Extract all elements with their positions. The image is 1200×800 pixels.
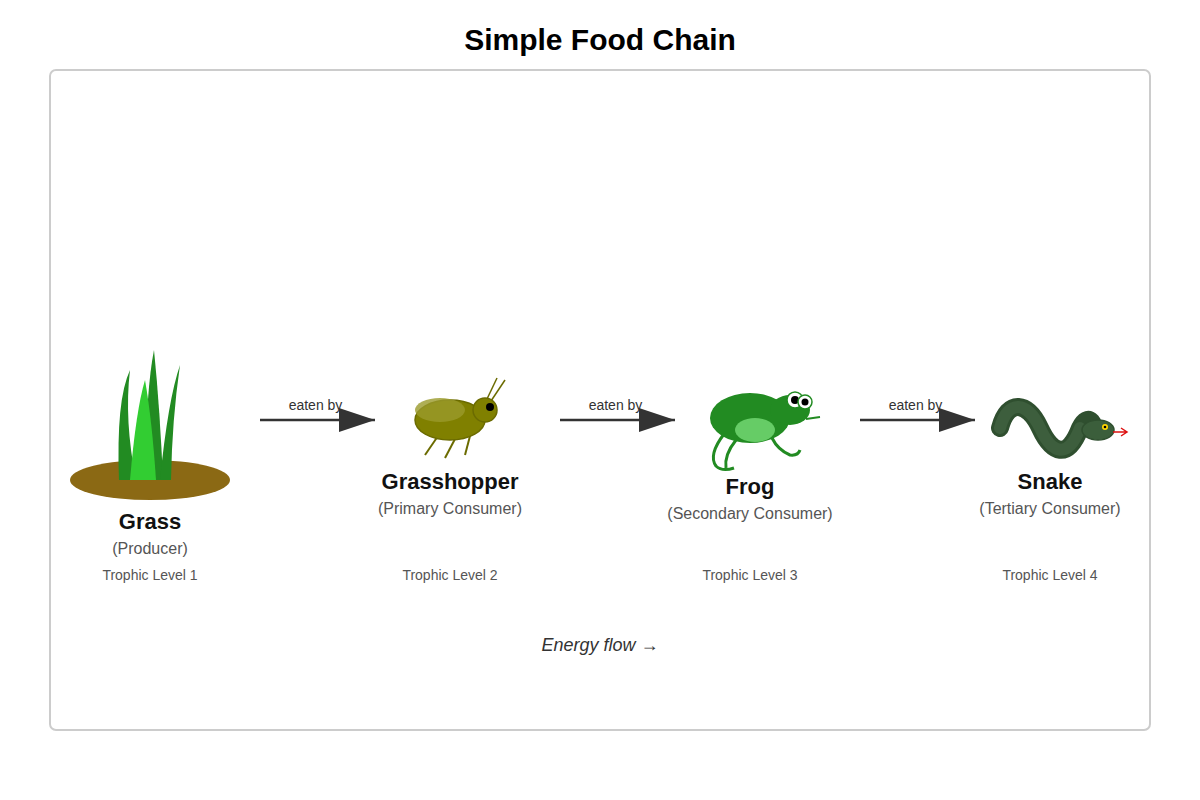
eaten-by-arrow bbox=[260, 419, 375, 422]
eaten-by-arrow bbox=[560, 419, 675, 422]
snake-body-shade bbox=[1000, 407, 1080, 450]
insect-leg bbox=[465, 436, 470, 455]
frame-border bbox=[50, 70, 1150, 730]
snake-pupil bbox=[1104, 426, 1107, 429]
organism-node: Grasshopper (Primary Consumer) Trophic Lev… bbox=[350, 330, 550, 590]
grass-blade bbox=[160, 365, 180, 480]
consumer-role: (Tertiary Consumer) bbox=[950, 499, 1150, 519]
snake-eye bbox=[1102, 424, 1108, 430]
grasshopper-illustration bbox=[415, 378, 505, 458]
trophic-level: Trophic Level 1 bbox=[50, 566, 250, 584]
insect-eye bbox=[486, 403, 494, 411]
snake-body bbox=[1000, 407, 1092, 450]
grass-blade bbox=[130, 380, 156, 480]
snake-head bbox=[1082, 420, 1114, 440]
consumer-role: (Secondary Consumer) bbox=[650, 504, 850, 524]
trophic-level: Trophic Level 2 bbox=[350, 566, 550, 584]
snake-illustration bbox=[1000, 407, 1127, 450]
organism-name: Snake bbox=[950, 468, 1150, 496]
snake-tongue bbox=[1113, 428, 1127, 436]
organism-name: Grasshopper bbox=[350, 468, 550, 496]
frog-leg bbox=[726, 440, 736, 468]
frog-leg bbox=[772, 438, 800, 455]
organism-node: Frog (Secondary Consumer) Trophic Level 3 bbox=[650, 330, 850, 590]
organism-node: Snake (Tertiary Consumer) Trophic Level 4 bbox=[950, 330, 1150, 590]
eaten-by-arrow bbox=[860, 419, 975, 422]
edge-label: eaten by bbox=[256, 396, 376, 414]
insect-head bbox=[473, 398, 497, 422]
insect-antenna bbox=[491, 380, 505, 401]
consumer-role: (Primary Consumer) bbox=[350, 499, 550, 519]
frog-belly bbox=[735, 418, 775, 442]
frog-mouth bbox=[806, 417, 820, 419]
consumer-role: (Producer) bbox=[50, 539, 250, 559]
organism-name: Frog bbox=[650, 473, 850, 501]
insect-leg bbox=[445, 439, 455, 458]
edge-label: eaten by bbox=[856, 396, 976, 414]
edge-label: eaten by bbox=[556, 396, 676, 414]
frog-eye bbox=[798, 395, 812, 409]
organism-name: Grass bbox=[50, 508, 250, 536]
grass-illustration bbox=[70, 350, 230, 500]
frog-pupil bbox=[802, 399, 809, 406]
trophic-level: Trophic Level 4 bbox=[950, 566, 1150, 584]
trophic-level: Trophic Level 3 bbox=[650, 566, 850, 584]
energy-flow-note: Energy flow → bbox=[450, 634, 750, 656]
frog-illustration bbox=[710, 392, 820, 470]
insect-wing bbox=[415, 398, 465, 422]
insect-antenna bbox=[487, 378, 497, 399]
organism-node: Grass (Producer) Trophic Level 1 bbox=[50, 330, 250, 590]
diagram-title: Simple Food Chain bbox=[0, 22, 1200, 58]
